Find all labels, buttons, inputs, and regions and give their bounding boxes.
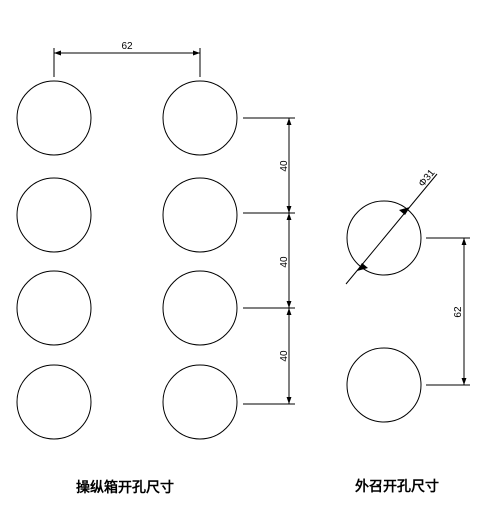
console-cutout-caption: 操纵箱开孔尺寸	[76, 480, 174, 496]
external-hole-2	[346, 347, 422, 423]
vertical-dimension-label-2: 40	[279, 256, 290, 268]
horizontal-dimension-62: 62	[53, 41, 201, 77]
vertical-dimension-external: 62	[426, 237, 470, 386]
hole-left-1	[16, 80, 92, 156]
hole-left-4	[16, 364, 92, 440]
vertical-dimension-label-3: 40	[279, 350, 290, 362]
diameter-label: Φ31	[417, 167, 438, 189]
vertical-dimensions-console: 40 40 40	[243, 117, 295, 405]
external-vertical-dimension-label: 62	[453, 306, 464, 318]
hole-left-3	[16, 270, 92, 346]
hole-right-2	[162, 177, 238, 253]
hole-right-4	[162, 364, 238, 440]
vertical-dimension-label-1: 40	[279, 160, 290, 172]
hole-right-1	[162, 80, 238, 156]
horizontal-dimension-label: 62	[121, 41, 133, 52]
external-cutout-caption: 外召开孔尺寸	[355, 479, 439, 495]
hole-right-3	[162, 270, 238, 346]
external-hole-1	[346, 200, 422, 276]
diameter-dimension: Φ31	[345, 167, 438, 285]
hole-left-2	[16, 177, 92, 253]
